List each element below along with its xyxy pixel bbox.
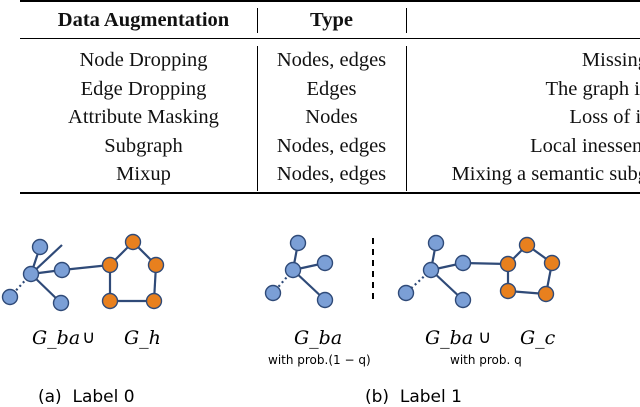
table-cell: Nodes (305, 106, 358, 128)
blue-node (22, 265, 40, 283)
table-bottom-rule (20, 192, 640, 194)
label-g-h: G_h (124, 327, 161, 349)
caption-a: (a) Label 0 (38, 387, 135, 407)
note-prob-1-minus-q: with prob.(1 − q) (268, 353, 371, 367)
column-divider-2-body (406, 46, 407, 191)
table-cell: Loss of ir (569, 106, 640, 128)
orange-node (499, 255, 517, 273)
table-cell: Nodes, edges (276, 163, 387, 185)
orange-node (537, 285, 555, 303)
orange-node (518, 236, 536, 254)
orange-node (147, 256, 165, 274)
table-cell: Mixing a semantic subg (451, 163, 640, 185)
blue-node (31, 238, 49, 256)
blue-node (52, 294, 70, 312)
blue-node (454, 254, 472, 272)
blue-node (316, 291, 334, 309)
blue-node (316, 254, 334, 272)
table-cell: Subgraph (104, 135, 183, 157)
table-cell: Local inessent (530, 135, 640, 157)
union-symbol-b: ∪ (478, 327, 491, 348)
orange-node (124, 233, 142, 251)
graph-nodes (1, 233, 561, 312)
table-cell: Nodes, edges (276, 49, 387, 71)
header-type: Type (310, 9, 353, 31)
union-symbol-a: ∪ (82, 327, 95, 348)
table-header-rule (20, 38, 640, 39)
orange-node (101, 256, 119, 274)
column-divider-2 (406, 8, 407, 33)
table-cell: Nodes, edges (276, 135, 387, 157)
table-cell: Edge Dropping (80, 78, 207, 100)
caption-b: (b) Label 1 (365, 387, 462, 407)
blue-node (289, 234, 307, 252)
label-g-ba-b2: G_ba (425, 327, 473, 349)
blue-node (454, 291, 472, 309)
column-divider-1-body (257, 46, 258, 191)
blue-node (427, 234, 445, 252)
table-cell: Mixup (116, 163, 171, 185)
blue-node (53, 261, 71, 279)
label-g-ba-b1: G_ba (294, 327, 342, 349)
blue-node (1, 288, 19, 306)
table-cell: The graph is (545, 78, 640, 100)
table-cell: Node Dropping (79, 49, 208, 71)
table-cell: Missing (581, 49, 640, 71)
blue-node (264, 284, 282, 302)
label-g-ba-a: G_ba (32, 327, 80, 349)
table-top-rule (20, 0, 640, 2)
orange-node (499, 282, 517, 300)
blue-node (284, 261, 302, 279)
table-cell: Edges (306, 78, 357, 100)
blue-node (422, 261, 440, 279)
orange-node (145, 292, 163, 310)
column-divider-1 (257, 8, 258, 33)
orange-node (543, 254, 561, 272)
header-data-augmentation: Data Augmentation (57, 9, 230, 31)
blue-node (397, 284, 415, 302)
note-prob-q: with prob. q (450, 353, 522, 367)
table-cell: Attribute Masking (68, 106, 219, 128)
label-g-c: G_c (520, 327, 556, 349)
orange-node (101, 292, 119, 310)
